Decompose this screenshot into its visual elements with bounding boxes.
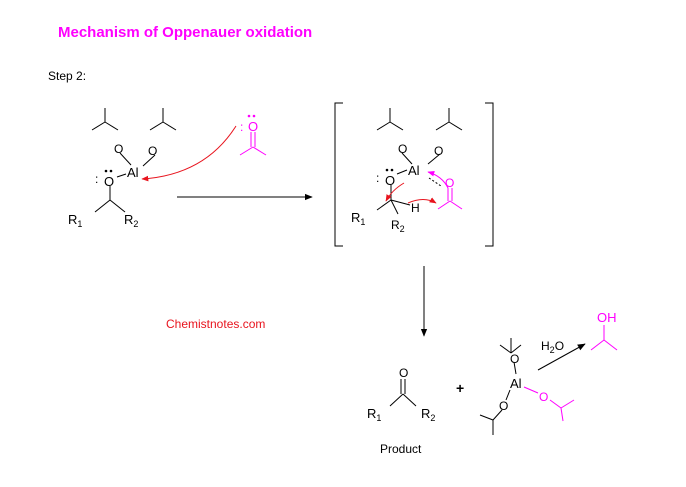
carbonyl-oxygen-label: O — [445, 176, 454, 190]
hydride-atom-label: H — [411, 201, 420, 215]
r2-group-label: R2 — [391, 218, 405, 234]
lone-pair-dots: : — [240, 120, 243, 134]
r2-group-label: R2 — [124, 212, 138, 229]
oxygen-atom-label: O — [398, 142, 407, 156]
r1-group-label: R1 — [351, 210, 365, 227]
lone-pair-dot — [247, 114, 251, 118]
water-workup-arrow — [537, 343, 586, 371]
diagram-title: Mechanism of Oppenauer oxidation — [58, 24, 312, 41]
product-label: Product — [380, 442, 422, 456]
lone-pair-dot — [109, 169, 113, 173]
oxygen-atom-label: O — [499, 399, 508, 413]
lone-pair-dot — [104, 169, 108, 173]
r2-group-label: R2 — [421, 406, 435, 423]
curved-arrow-red — [141, 125, 237, 182]
curved-arrow-red — [407, 197, 437, 204]
lone-pair-dot — [385, 168, 389, 172]
partial-bond-al-o — [428, 177, 442, 187]
lone-pair-dot — [390, 168, 394, 172]
aluminum-atom-label: Al — [510, 376, 522, 391]
lone-pair-dot — [252, 114, 256, 118]
oxygen-atom-label: O — [539, 390, 548, 404]
plus-sign: + — [456, 380, 464, 396]
oxygen-atom-label: O — [434, 144, 443, 158]
acetone-molecule — [239, 132, 267, 156]
aluminum-atom-label: Al — [408, 163, 420, 178]
oxygen-atom-label: O — [148, 144, 157, 158]
carbonyl-oxygen-label: O — [248, 119, 258, 134]
oxygen-atom-label: O — [114, 142, 123, 156]
aluminum-atom-label: Al — [127, 165, 139, 180]
lone-pair-dots: : — [376, 171, 379, 185]
oxygen-atom-label: O — [385, 173, 395, 188]
acetone-molecule — [437, 188, 463, 210]
oxygen-atom-label: O — [510, 352, 519, 366]
aluminum-isopropoxide-product — [479, 338, 522, 435]
hydroxyl-label: OH — [597, 310, 617, 325]
oxygen-atom-label: O — [104, 174, 114, 189]
curved-arrow-red — [385, 182, 405, 202]
curved-arrow-magenta — [427, 171, 449, 189]
r1-group-label: R1 — [68, 212, 82, 229]
ketone-product — [389, 379, 417, 407]
magenta-isopropoxy-group — [523, 386, 575, 422]
step-label: Step 2: — [48, 69, 86, 83]
transition-state-complex — [376, 108, 463, 215]
water-reagent-label: H2O — [541, 339, 564, 355]
isopropanol-product — [590, 325, 618, 351]
lone-pair-dots: : — [95, 172, 98, 186]
watermark-text: Chemistnotes.com — [166, 317, 265, 331]
aluminum-alkoxide-complex — [91, 108, 177, 213]
carbonyl-oxygen-label: O — [399, 366, 408, 380]
r1-group-label: R1 — [367, 406, 381, 423]
transition-state-brackets — [334, 102, 494, 247]
